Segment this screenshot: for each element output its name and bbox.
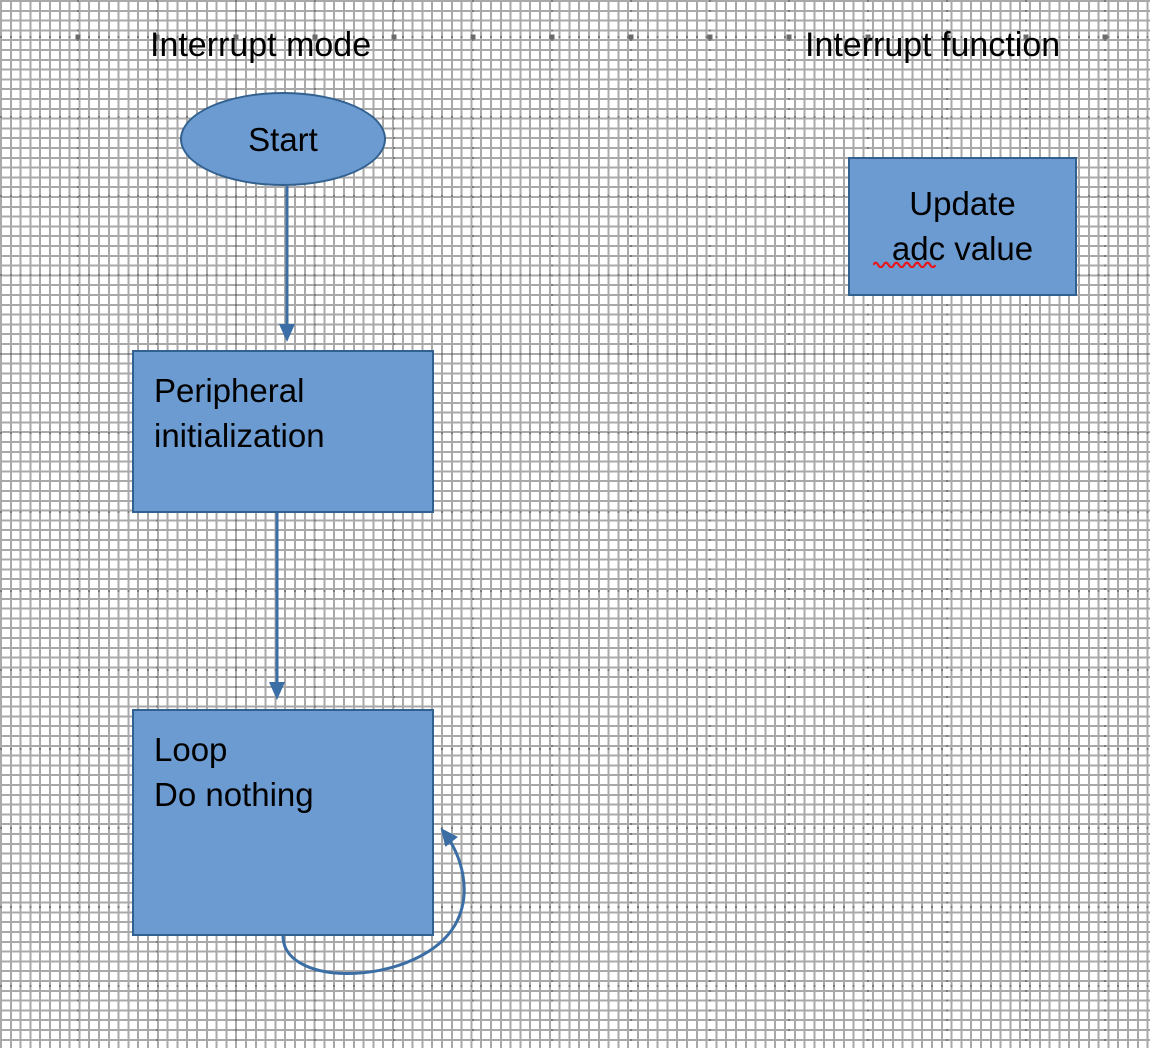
lane-title-interrupt-mode: Interrupt mode (150, 26, 372, 64)
grid-line-v (1104, 0, 1106, 1048)
node-peripheral-initialization-label: Peripheral initialization (154, 372, 325, 454)
grid-line-v (709, 0, 711, 1048)
node-loop-do-nothing-label: Loop Do nothing (154, 731, 314, 813)
node-peripheral-initialization[interactable]: Peripheral initialization (132, 350, 434, 513)
grid-line-v (551, 0, 553, 1048)
grid-line-h (0, 985, 1150, 987)
grid-line-h (0, 116, 1150, 118)
grid-line-v (77, 0, 79, 1048)
lane-title-interrupt-function: Interrupt function (805, 26, 1061, 64)
node-update-adc-value[interactable]: Update adc value (848, 157, 1077, 296)
grid-line-h (0, 669, 1150, 671)
grid-line-h (0, 590, 1150, 592)
grid-line-v (630, 0, 632, 1048)
node-update-adc-value-label: Update adc value (891, 185, 1034, 267)
grid-line-v (472, 0, 474, 1048)
node-loop-do-nothing[interactable]: Loop Do nothing (132, 709, 434, 936)
grid-line-v (788, 0, 790, 1048)
node-start-label: Start (248, 120, 318, 158)
node-start[interactable]: Start (180, 92, 386, 186)
